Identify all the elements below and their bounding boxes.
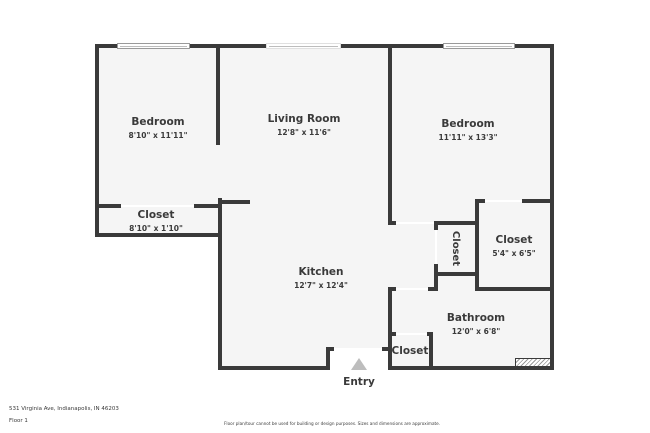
wall (475, 199, 485, 203)
room-dimensions: 11'11" x 13'3" (438, 133, 498, 142)
wall (522, 199, 554, 203)
closet-door (435, 230, 437, 264)
closet-door (396, 333, 427, 335)
wall (326, 347, 334, 351)
room-name: Closet (137, 209, 175, 221)
wall (218, 366, 330, 370)
room-label-living-room: Living Room 12'8" x 11'6" (268, 113, 341, 137)
wall (218, 198, 222, 370)
wall (434, 221, 438, 230)
wall (216, 44, 220, 145)
wall (388, 221, 396, 225)
wall (95, 44, 99, 237)
wall (434, 264, 438, 276)
closet-door (485, 200, 522, 202)
closet-door (121, 205, 194, 207)
wall (434, 272, 478, 276)
wall (429, 332, 433, 370)
room-label-bathroom: Bathroom 12'0" x 6'8" (447, 312, 505, 336)
window (443, 43, 515, 49)
room-name: Bedroom (131, 116, 185, 128)
room-label-left-closet: Closet 8'10" x 1'10" (129, 209, 183, 233)
wall (326, 347, 330, 370)
floor-living-kitchen (219, 47, 389, 368)
entry-door[interactable] (334, 348, 382, 350)
room-label-bottom-closet: Closet (392, 345, 429, 357)
room-label-right-closet: Closet 5'4" x 6'5" (492, 234, 535, 258)
room-name: Living Room (267, 113, 341, 125)
floor-left-bedroom (98, 47, 219, 235)
wall (434, 221, 478, 225)
vent-hatch (515, 358, 551, 367)
room-dimensions: 12'0" x 6'8" (451, 327, 501, 336)
room-label-small-closet: Closet (450, 230, 462, 267)
room-dimensions: 12'7" x 12'4" (294, 281, 348, 290)
bathroom-door (396, 288, 428, 290)
entry-arrow-icon (351, 358, 367, 370)
wall (475, 287, 554, 291)
floor-right-bedroom (389, 47, 551, 368)
wall (95, 233, 221, 237)
wall (388, 44, 392, 225)
wall (388, 332, 396, 336)
room-label-left-bedroom: Bedroom 8'10" x 11'11" (129, 116, 188, 140)
room-name: Kitchen (298, 266, 344, 278)
wall (388, 287, 396, 291)
room-dimensions: 8'10" x 11'11" (128, 131, 188, 140)
floor-text: Floor 1 (9, 418, 28, 424)
room-dimensions: 5'4" x 6'5" (492, 249, 536, 258)
wall (434, 272, 438, 291)
wall (194, 204, 221, 208)
entry-label: Entry (343, 376, 375, 388)
room-label-kitchen: Kitchen 12'7" x 12'4" (294, 266, 348, 290)
room-label-right-bedroom: Bedroom 11'11" x 13'3" (439, 118, 498, 142)
bedroom-door (396, 222, 434, 224)
wall (382, 347, 390, 351)
wall (475, 199, 479, 291)
wall (95, 204, 121, 208)
room-dimensions: 8'10" x 1'10" (129, 224, 183, 233)
window (117, 43, 190, 49)
wall (428, 287, 438, 291)
room-name: Bedroom (441, 118, 495, 130)
disclaimer-text: Floor plan/tour cannot be used for build… (224, 421, 441, 426)
window (266, 43, 341, 49)
room-name: Closet (495, 234, 533, 246)
room-dimensions: 12'8" x 11'6" (277, 128, 331, 137)
room-name: Closet (391, 345, 429, 357)
wall (218, 200, 250, 204)
room-name: Bathroom (446, 312, 506, 324)
wall (388, 287, 392, 370)
address-text: 531 Virginia Ave, Indianapolis, IN 46203 (9, 406, 119, 412)
wall (550, 44, 554, 370)
wall (388, 366, 554, 370)
